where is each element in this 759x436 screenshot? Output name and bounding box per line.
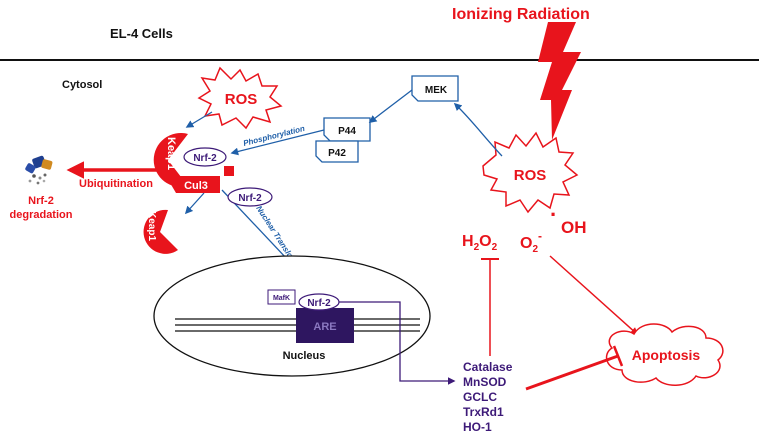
cul3-bar <box>166 176 220 193</box>
nrf2-free-label: Nrf-2 <box>238 193 262 204</box>
cell-type-label: EL-4 Cells <box>110 26 173 41</box>
phosphorylation-label: Phosphorylation <box>242 124 306 148</box>
phospho-site-marker <box>224 166 234 176</box>
proteasome-icon <box>25 155 53 185</box>
genes-inhibit-apoptosis-line <box>525 354 619 391</box>
nucleus-ellipse <box>153 255 431 377</box>
degradation-line1: Nrf-2 <box>28 195 54 207</box>
ros-burst-right <box>482 131 579 214</box>
radical-dot: · <box>550 202 557 227</box>
ubiquitination-label: Ubiquitination <box>79 178 153 190</box>
cul3-label: Cul3 <box>184 180 208 192</box>
h2o2-sub2: 2 <box>492 242 498 253</box>
radiation-label: Ionizing Radiation <box>452 6 590 23</box>
apoptosis-label: Apoptosis <box>632 347 701 363</box>
gene-ho1: HO-1 <box>463 420 492 434</box>
p42-box <box>315 140 359 163</box>
mek-label: MEK <box>425 85 448 96</box>
mek-box <box>411 75 459 102</box>
nrf2-complex-label: Nrf-2 <box>193 153 217 164</box>
hydroxyl-label: OH <box>561 218 587 237</box>
are-box <box>296 308 354 343</box>
superoxide-sub: 2 <box>532 244 538 255</box>
keap1-complex-label: Keap1 <box>165 137 177 170</box>
p44-to-nrf2-arrow <box>230 129 325 156</box>
nrf2-nuclear-label: Nrf-2 <box>307 298 331 309</box>
ros-top-label: ROS <box>225 91 258 108</box>
superoxide-sup: - <box>538 229 542 243</box>
p44-label: P44 <box>338 126 356 137</box>
nrf2-free-ellipse <box>227 187 273 207</box>
ros-right-label: ROS <box>514 167 547 184</box>
keap1-release-arrow <box>184 192 205 215</box>
keap1-free-label: Keap1 <box>146 211 157 241</box>
keap1-free-shape <box>143 209 178 254</box>
are-label: ARE <box>313 321 336 333</box>
ros-burst-top <box>197 66 283 130</box>
transcription-arrow <box>339 301 456 385</box>
mafk-box <box>267 289 296 305</box>
ros-to-keap1-arrow <box>185 111 213 128</box>
mafk-label: MafK <box>273 295 290 302</box>
superoxide-o: O <box>520 235 532 252</box>
ros-to-mek-arrow <box>453 102 503 157</box>
gene-catalase: Catalase <box>463 360 513 374</box>
lightning-bolt-icon <box>538 22 581 140</box>
h2o2-o: O <box>479 233 491 250</box>
genes-inhibit-apoptosis-bar <box>612 345 624 367</box>
superoxide-to-apoptosis-arrow <box>549 255 639 336</box>
apoptosis-cloud <box>605 323 724 386</box>
p42-label: P42 <box>328 148 346 159</box>
superoxide-formula: O2- <box>520 229 542 255</box>
h2o2-formula: H2O2 <box>462 233 498 253</box>
nucleus-label: Nucleus <box>283 350 326 362</box>
keap1-complex-shape <box>153 133 188 188</box>
nrf2-complex-ellipse <box>183 147 227 167</box>
h2o2-sub1: 2 <box>474 242 480 253</box>
degradation-line2: degradation <box>10 209 73 221</box>
gene-mnsod: MnSOD <box>463 375 507 389</box>
h2o2-h: H <box>462 233 474 250</box>
cytosol-label: Cytosol <box>62 79 102 91</box>
mek-to-p44-arrow <box>368 89 413 123</box>
gene-trxrd1: TrxRd1 <box>463 405 504 419</box>
gene-gclc: GCLC <box>463 390 497 404</box>
